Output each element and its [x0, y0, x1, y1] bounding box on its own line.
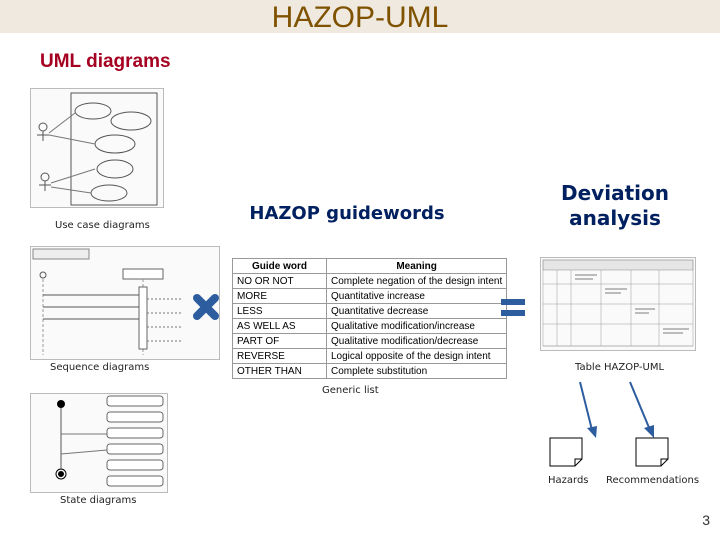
document-icon [549, 437, 583, 467]
use-case-diagram [30, 88, 164, 208]
deviation-heading: Deviation analysis [540, 181, 690, 231]
table-header-row: Guide word Meaning [232, 258, 508, 274]
table-caption: Table HAZOP-UML [575, 362, 665, 373]
slide-subtitle: UML diagrams [40, 51, 171, 72]
guidewords-heading: HAZOP guidewords [249, 203, 445, 224]
equals-icon [500, 297, 526, 319]
sequence-caption: Sequence diagrams [50, 362, 150, 373]
generic-list-caption: Generic list [322, 385, 379, 396]
deviation-heading-line2: analysis [569, 206, 661, 230]
recommendations-label: Recommendations [606, 475, 700, 486]
arrow-icon [579, 381, 654, 438]
state-caption: State diagrams [60, 495, 137, 506]
use-case-caption: Use case diagrams [55, 220, 150, 231]
sequence-diagram [30, 246, 220, 360]
page-number: 3 [702, 512, 710, 528]
hazop-table-thumbnail [540, 257, 696, 351]
hazards-label: Hazards [548, 475, 589, 486]
state-diagram [30, 393, 168, 493]
deviation-heading-line1: Deviation [561, 181, 669, 205]
multiply-icon [193, 294, 219, 320]
slide-title: HAZOP-UML [271, 1, 449, 34]
document-icon [635, 437, 669, 467]
title-bar [0, 0, 720, 33]
table-header-meaning: Meaning [325, 258, 508, 274]
table-header-guideword: Guide word [232, 258, 327, 274]
